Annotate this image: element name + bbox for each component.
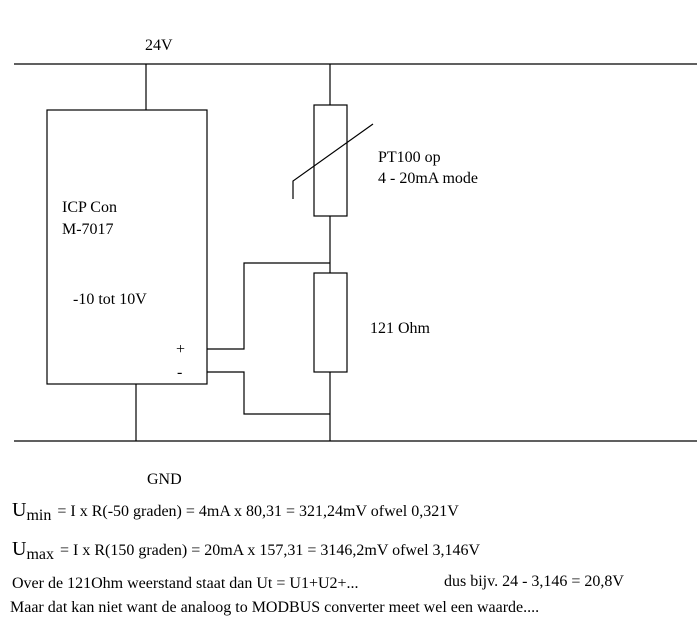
umax-subscript: max <box>26 546 54 563</box>
resistor-label: 121 Ohm <box>370 320 431 337</box>
total-voltage-line: Over de 121Ohm weerstand staat dan Ut = … <box>12 575 359 592</box>
ground-label: GND <box>147 471 182 488</box>
variable-resistor-arrow <box>292 123 374 199</box>
resistor-121-ohm <box>313 272 348 373</box>
pt100-sensor <box>313 104 348 217</box>
umax-symbol: U <box>12 538 27 560</box>
icp-con-module <box>46 109 208 385</box>
umin-text: = I x R(-50 graden) = 4mA x 80,31 = 321,… <box>57 503 459 520</box>
umin-equation: Umin = I x R(-50 graden) = 4mA x 80,31 = … <box>12 499 459 524</box>
umax-text: = I x R(150 graden) = 20mA x 157,31 = 31… <box>60 542 481 559</box>
plus-terminal-label: + <box>176 341 185 358</box>
plus-terminal-wire <box>207 262 330 350</box>
minus-terminal-wire <box>207 371 330 415</box>
sensor-label-line1: PT100 op <box>378 149 441 166</box>
umin-symbol: U <box>12 499 27 521</box>
module-name-line1: ICP Con <box>62 199 117 216</box>
module-name-line2: M-7017 <box>62 221 114 238</box>
umin-subscript: min <box>26 507 51 524</box>
example-calculation: dus bijv. 24 - 3,146 = 20,8V <box>444 573 624 590</box>
module-range-label: -10 tot 10V <box>73 291 147 308</box>
conclusion-line: Maar dat kan niet want de analoog to MOD… <box>10 599 539 616</box>
minus-terminal-label: - <box>177 364 182 381</box>
umax-equation: Umax = I x R(150 graden) = 20mA x 157,31 … <box>12 538 481 563</box>
supply-label: 24V <box>145 37 173 54</box>
sensor-label-line2: 4 - 20mA mode <box>378 170 478 187</box>
